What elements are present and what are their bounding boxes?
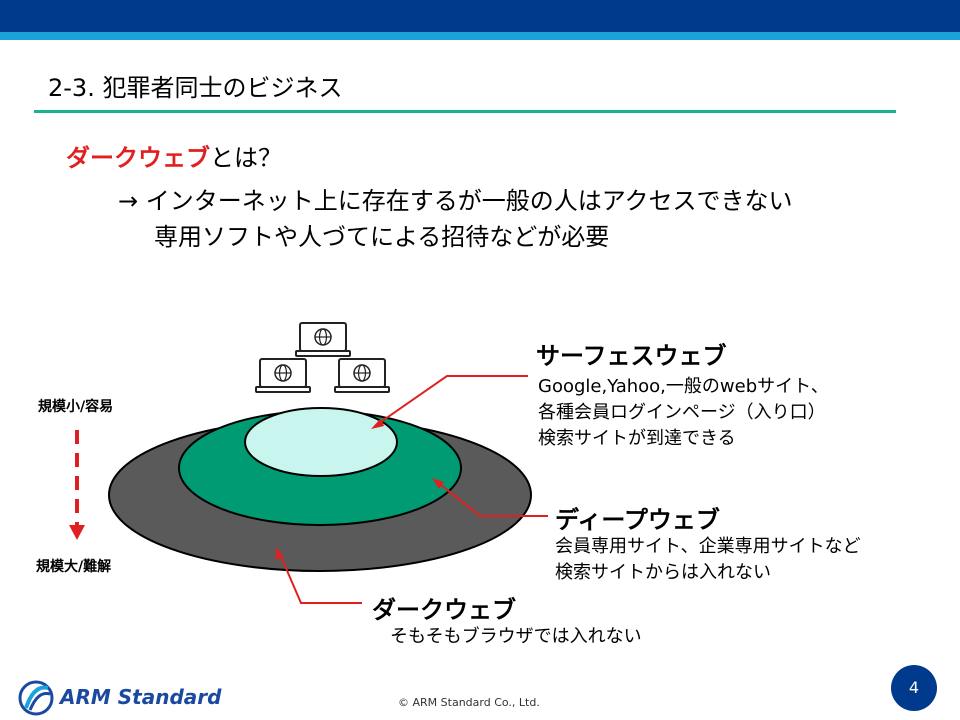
deep-desc-line: 会員専用サイト、企業専用サイトなど — [555, 536, 861, 557]
definition-line-1: → インターネット上に存在するが一般の人はアクセスできない — [118, 187, 793, 215]
scale-bottom-label: 規模大/難解 — [36, 559, 112, 575]
surface-callout-arrowhead — [371, 418, 384, 429]
scale-arrow-head — [69, 525, 85, 540]
dark-web-description: そもそもブラウザでは入れない — [390, 624, 642, 650]
deep-callout-line — [435, 480, 548, 517]
laptop-globe-icon — [334, 358, 390, 393]
deep-web-description: 会員専用サイト、企業専用サイトなど 検索サイトからは入れない — [555, 534, 861, 586]
arm-logo-icon — [18, 680, 54, 716]
title-underline — [34, 110, 896, 113]
scale-top-label: 規模小/容易 — [38, 399, 114, 415]
surface-desc-line: 検索サイトが到達できる — [538, 428, 736, 449]
slide-title: 2-3. 犯罪者同士のビジネス — [48, 74, 343, 102]
deep-web-title: ディープウェブ — [555, 506, 720, 534]
deep-callout-arrowhead — [432, 478, 444, 489]
dark-desc-line: そもそもブラウザでは入れない — [390, 626, 642, 647]
heading-accent: ダークウェブ — [66, 144, 210, 172]
company-logo-text: ARM Standard — [60, 685, 222, 709]
dark-web-title: ダークウェブ — [372, 596, 516, 624]
surface-web-title: サーフェスウェブ — [536, 342, 727, 370]
laptop-globe-icon — [295, 322, 351, 357]
dark-callout-arrowhead — [275, 547, 284, 559]
header-band — [0, 0, 960, 32]
heading-rest: とは？ — [210, 144, 282, 172]
surface-desc-line: 各種会員ログインページ（入り口） — [538, 402, 826, 423]
dark-callout-line — [278, 551, 362, 604]
question-heading: ダークウェブとは？ — [66, 142, 282, 174]
laptop-globe-icon — [255, 358, 311, 393]
surface-web-description: Google,Yahoo,一般のwebサイト、 各種会員ログインページ（入り口）… — [538, 374, 829, 452]
header-stripe — [0, 32, 960, 40]
deep-desc-line: 検索サイトからは入れない — [555, 562, 771, 583]
page-number-badge: 4 — [891, 665, 937, 711]
surface-desc-line: Google,Yahoo,一般のwebサイト、 — [538, 376, 829, 397]
definition-line-2: 専用ソフトや人づてによる招待などが必要 — [154, 223, 610, 251]
copyright: © ARM Standard Co., Ltd. — [398, 696, 540, 709]
surface-callout-line — [374, 375, 528, 427]
surface-web-layer — [244, 407, 398, 477]
